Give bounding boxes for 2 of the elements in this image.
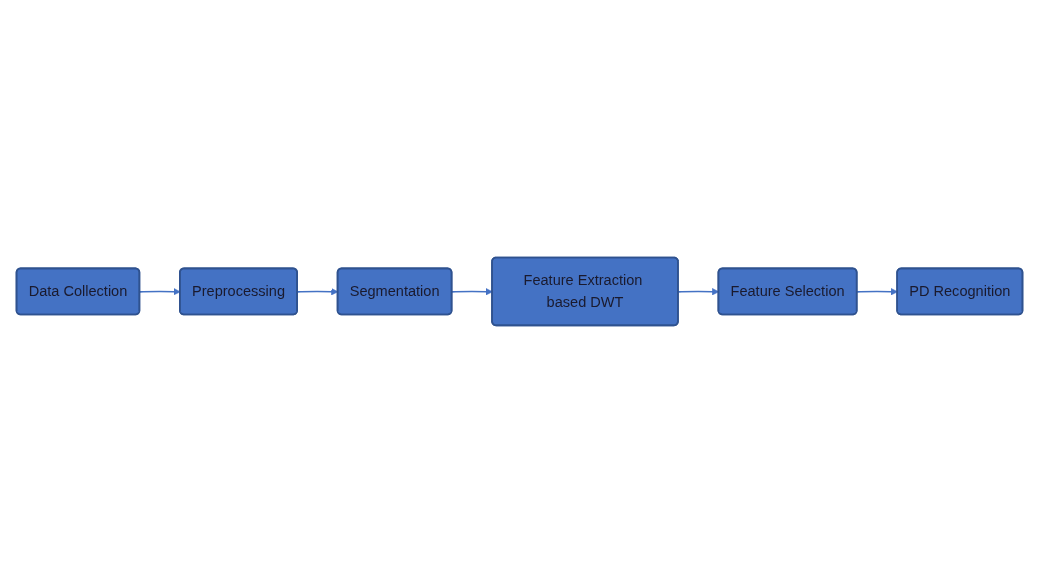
- arrow: [856, 288, 898, 296]
- arrow: [451, 288, 493, 296]
